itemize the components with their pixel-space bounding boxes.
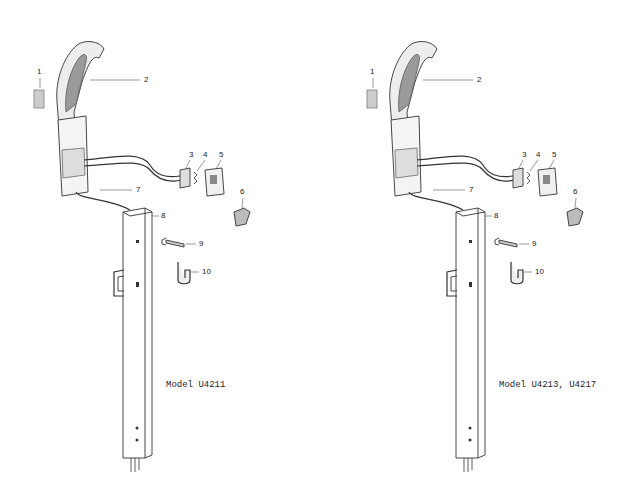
callout-number: 7 bbox=[136, 186, 140, 194]
callout-number: 4 bbox=[203, 151, 207, 159]
callout-number: 8 bbox=[161, 212, 165, 220]
callout-number: 5 bbox=[219, 151, 223, 159]
callout-number: 1 bbox=[37, 68, 41, 76]
callout-number: 8 bbox=[494, 212, 498, 220]
callout-number: 4 bbox=[536, 151, 540, 159]
callout-number: 2 bbox=[144, 76, 148, 84]
callout-number: 6 bbox=[240, 188, 244, 196]
callout-number: 9 bbox=[532, 240, 536, 248]
callout-number: 7 bbox=[469, 186, 473, 194]
callout-number: 3 bbox=[522, 151, 526, 159]
callout-number: 1 bbox=[370, 68, 374, 76]
callout-number: 3 bbox=[189, 151, 193, 159]
callout-number: 10 bbox=[535, 268, 544, 276]
model-label: Model U4211 bbox=[166, 381, 225, 390]
model-label: Model U4213, U4217 bbox=[499, 381, 596, 390]
callout-number: 5 bbox=[552, 151, 556, 159]
callout-number: 10 bbox=[202, 268, 211, 276]
handle-assembly-left bbox=[34, 42, 250, 472]
handle-assembly-right bbox=[367, 42, 583, 472]
callout-number: 9 bbox=[199, 240, 203, 248]
callout-number: 2 bbox=[477, 76, 481, 84]
callout-number: 6 bbox=[573, 188, 577, 196]
